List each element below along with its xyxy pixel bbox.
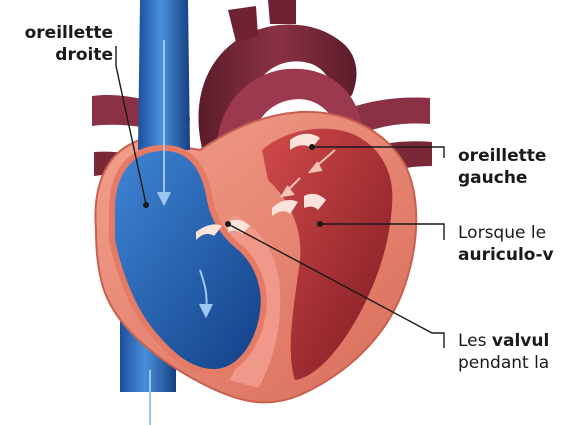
caption-2: Les valvul pendant la xyxy=(458,330,549,374)
leader-dot xyxy=(225,221,231,227)
label-left-atrium-line2: gauche xyxy=(458,167,546,189)
label-right-atrium-line1: oreillette xyxy=(0,22,113,44)
caption-1: Lorsque le auriculo-v xyxy=(458,222,554,266)
leader-dot xyxy=(309,144,315,150)
caption-1-line1: Lorsque le xyxy=(458,222,554,244)
leader-dot xyxy=(317,221,323,227)
aorta-branch xyxy=(228,6,258,42)
caption-2-line2: pendant la xyxy=(458,352,549,374)
label-right-atrium-line2: droite xyxy=(0,44,113,66)
caption-2-line1: Les valvul xyxy=(458,330,549,352)
label-right-atrium: oreillette droite xyxy=(0,22,113,66)
caption-1-line2: auriculo-v xyxy=(458,244,554,266)
leader-dot xyxy=(143,202,149,208)
caption-2-bold: valvul xyxy=(492,331,549,351)
caption-2-plain: Les xyxy=(458,331,492,351)
label-left-atrium-line1: oreillette xyxy=(458,145,546,167)
label-left-atrium: oreillette gauche xyxy=(458,145,546,189)
aorta-branch xyxy=(268,0,296,24)
